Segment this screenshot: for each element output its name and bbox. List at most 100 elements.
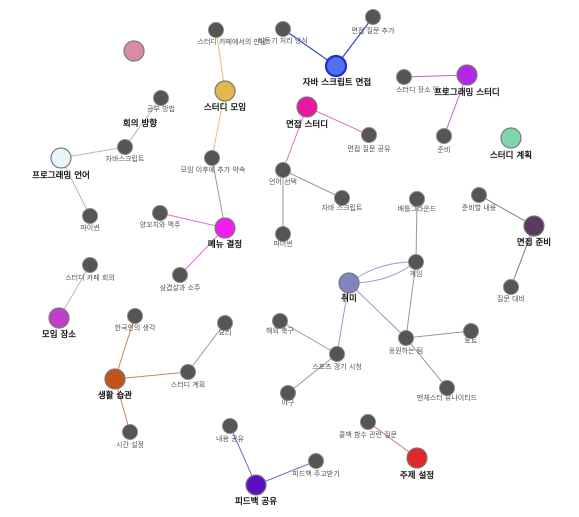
subtopic-node-n16[interactable]: 파이썬 xyxy=(80,208,100,233)
subtopic-node-n14[interactable]: 자바스크립트 xyxy=(106,139,145,164)
subtopic-node-n13[interactable]: 공부 방법 xyxy=(147,90,175,114)
subtopic-node-n20[interactable]: 파이썬 xyxy=(273,226,293,249)
topic-node-n30[interactable]: 취미 xyxy=(338,272,360,304)
node-circle[interactable] xyxy=(180,364,196,380)
node-circle[interactable] xyxy=(439,380,455,396)
topic-node-n47[interactable]: 피드백 공유 xyxy=(235,474,277,507)
node-circle[interactable] xyxy=(500,127,522,149)
topic-node-n8[interactable]: 프로그래밍 스터디 xyxy=(434,64,500,98)
subtopic-node-n41[interactable]: 야구 xyxy=(280,385,296,408)
node-circle[interactable] xyxy=(308,453,324,469)
node-circle[interactable] xyxy=(275,162,291,178)
subtopic-node-n18[interactable]: 언어 선택 xyxy=(269,162,297,187)
subtopic-node-n42[interactable]: 콜백 함수 관련 질문 xyxy=(339,414,398,440)
subtopic-node-n2[interactable]: 스터디 카페에서의 만남 xyxy=(198,22,267,47)
node-circle[interactable] xyxy=(463,323,479,339)
node-label: 스포츠 경기 시청 xyxy=(312,362,362,371)
node-circle[interactable] xyxy=(436,128,452,144)
edge-n21-n22 xyxy=(159,212,226,229)
node-circle[interactable] xyxy=(408,254,424,270)
subtopic-node-n35[interactable]: 토트 xyxy=(463,323,479,346)
node-circle[interactable] xyxy=(214,80,236,102)
node-circle[interactable] xyxy=(214,217,236,239)
node-circle[interactable] xyxy=(275,21,291,37)
topic-node-n45[interactable]: 주제 설정 xyxy=(400,447,434,481)
node-circle[interactable] xyxy=(523,215,545,237)
node-circle[interactable] xyxy=(123,40,145,62)
subtopic-node-n27[interactable]: 삼겹살과 소주 xyxy=(160,267,201,293)
node-label: 공부 방법 xyxy=(147,104,175,113)
node-circle[interactable] xyxy=(338,272,360,294)
subtopic-node-n33[interactable]: 요리 xyxy=(217,315,233,338)
node-circle[interactable] xyxy=(361,127,377,143)
node-circle[interactable] xyxy=(406,447,428,469)
subtopic-node-n37[interactable]: 스포츠 경기 시청 xyxy=(312,346,362,372)
subtopic-node-n12[interactable]: 면접 질문 공유 xyxy=(347,127,391,154)
node-circle[interactable] xyxy=(152,205,168,221)
node-circle[interactable] xyxy=(275,226,291,242)
node-circle[interactable] xyxy=(280,385,296,401)
node-circle[interactable] xyxy=(82,208,98,224)
topic-node-n11[interactable]: 면접 스터디 xyxy=(286,96,328,130)
subtopic-node-n21[interactable]: 양꼬치와 맥주 xyxy=(140,205,181,230)
topic-node-n1[interactable]: 회의 방향 xyxy=(123,40,157,129)
node-circle[interactable] xyxy=(360,414,376,430)
node-circle[interactable] xyxy=(217,315,233,331)
node-circle[interactable] xyxy=(245,474,267,496)
topic-node-n25[interactable]: 면접 준비 xyxy=(517,215,551,248)
edge-n36-n35 xyxy=(405,330,472,339)
node-circle[interactable] xyxy=(409,191,425,207)
subtopic-node-n24[interactable]: 준비할 내용 xyxy=(462,187,497,213)
subtopic-node-n38[interactable]: 스터디 계획 xyxy=(171,364,205,390)
node-circle[interactable] xyxy=(117,139,133,155)
node-circle[interactable] xyxy=(296,96,318,118)
node-circle[interactable] xyxy=(324,54,348,78)
node-circle[interactable] xyxy=(471,187,487,203)
topic-node-n15[interactable]: 프로그래밍 언어 xyxy=(32,147,90,181)
node-circle[interactable] xyxy=(222,418,238,434)
topic-node-n6[interactable]: 자바 스크립트 면접 xyxy=(303,54,371,88)
topic-node-n31[interactable]: 모임 장소 xyxy=(42,307,76,340)
node-circle[interactable] xyxy=(204,150,220,166)
subtopic-node-n46[interactable]: 피드백 주고받기 xyxy=(292,453,340,479)
node-circle[interactable] xyxy=(208,22,224,38)
node-circle[interactable] xyxy=(82,257,98,273)
subtopic-node-n17[interactable]: 모임 이후에 추가 약속 xyxy=(181,150,246,175)
node-circle[interactable] xyxy=(329,346,345,362)
subtopic-node-n26[interactable]: 스터디 카페 회의 xyxy=(65,257,115,283)
subtopic-node-n9[interactable]: 준비 xyxy=(436,128,452,155)
node-circle[interactable] xyxy=(398,330,414,346)
subtopic-node-n28[interactable]: 게임 xyxy=(408,254,424,279)
subtopic-node-n32[interactable]: 한국인의 생각 xyxy=(115,308,156,333)
subtopic-node-n7[interactable]: 스터디 장소 및 시 xyxy=(396,69,448,95)
topic-node-n3[interactable]: 스터디 모임 xyxy=(204,80,246,113)
edge-n3-n17 xyxy=(211,90,226,159)
topic-node-n10[interactable]: 스터디 계획 xyxy=(490,127,532,161)
subtopic-node-n23[interactable]: 배틀그라운드 xyxy=(398,191,437,214)
node-circle[interactable] xyxy=(456,64,478,86)
subtopic-node-n29[interactable]: 질문 대비 xyxy=(497,279,525,304)
node-circle[interactable] xyxy=(503,279,519,295)
node-circle[interactable] xyxy=(127,308,143,324)
subtopic-node-n4[interactable]: 비동기 처리 방식 xyxy=(258,21,308,46)
subtopic-node-n40[interactable]: 맨체스터 유나이티드 xyxy=(417,380,478,403)
node-circle[interactable] xyxy=(153,90,169,106)
node-circle[interactable] xyxy=(272,313,288,329)
node-circle[interactable] xyxy=(48,307,70,329)
subtopic-node-n5[interactable]: 면접 질문 추가 xyxy=(351,9,395,36)
node-circle[interactable] xyxy=(172,267,188,283)
topic-node-n39[interactable]: 생활 습관 xyxy=(98,368,132,401)
node-circle[interactable] xyxy=(50,147,72,169)
node-circle[interactable] xyxy=(334,190,350,206)
subtopic-node-n43[interactable]: 내용 공유 xyxy=(216,418,245,444)
topic-node-n22[interactable]: 메뉴 결정 xyxy=(208,217,242,250)
subtopic-node-n34[interactable]: 해외 축구 xyxy=(266,313,295,336)
subtopic-node-n44[interactable]: 시간 설정 xyxy=(116,424,144,450)
subtopic-node-n19[interactable]: 자바 스크립트 xyxy=(322,190,363,213)
subtopic-node-n36[interactable]: 응원하는 팀 xyxy=(389,330,423,356)
node-circle[interactable] xyxy=(365,9,381,25)
node-circle[interactable] xyxy=(104,368,126,390)
node-circle[interactable] xyxy=(122,424,138,440)
node-circle[interactable] xyxy=(396,69,412,85)
